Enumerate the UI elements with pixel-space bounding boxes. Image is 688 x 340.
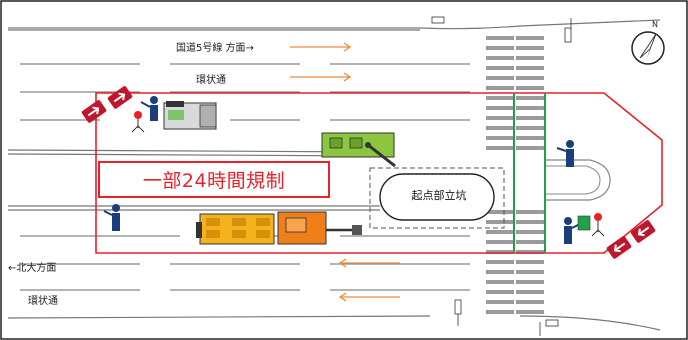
flagman-icon bbox=[564, 217, 581, 244]
barrier-sign-icon bbox=[577, 215, 591, 231]
traffic-direction-arrows bbox=[290, 42, 400, 302]
warning-arrow-sign-icon bbox=[630, 220, 656, 243]
orange-crane bbox=[277, 211, 362, 245]
lane-markings bbox=[20, 63, 470, 291]
barrier-sign-icon bbox=[591, 213, 605, 237]
flagman-icon bbox=[556, 140, 574, 167]
ring-road-label-top: 環状通 bbox=[196, 75, 226, 86]
svg-text:N: N bbox=[652, 20, 658, 29]
start-pit-label: 起点部立坑 bbox=[411, 189, 467, 202]
route-5-direction-label: 国道5号線 方面→ bbox=[176, 43, 254, 54]
warning-arrow-sign-icon bbox=[81, 100, 107, 123]
ring-road-label-bottom: 環状通 bbox=[28, 296, 58, 307]
yellow-excavator bbox=[196, 213, 275, 245]
regulation-label-box: 一部24時間規制 bbox=[98, 161, 330, 198]
crosswalk-left bbox=[486, 36, 514, 314]
road-edges bbox=[7, 19, 661, 336]
traffic-signal-icon bbox=[431, 16, 572, 327]
flagman-icon bbox=[140, 96, 158, 121]
crosswalk-right bbox=[516, 36, 544, 314]
warning-arrow-sign-icon bbox=[107, 86, 133, 109]
start-pit-outline bbox=[379, 173, 495, 221]
green-excavator bbox=[321, 132, 396, 168]
regulation-zone-outline bbox=[95, 92, 663, 254]
green-boundary-lines bbox=[513, 93, 546, 253]
flagman-icon bbox=[103, 204, 120, 231]
warning-arrow-sign-icon bbox=[606, 236, 632, 259]
hokudai-direction-label: ←北大方面 bbox=[8, 263, 57, 274]
barrier-sign-icon bbox=[131, 111, 145, 133]
pit-work-area bbox=[369, 167, 505, 229]
truck-top-left bbox=[163, 101, 217, 130]
u-turn-road bbox=[545, 159, 611, 201]
regulation-label: 一部24時間規制 bbox=[142, 170, 286, 192]
u-turn-inner bbox=[545, 165, 601, 195]
compass-north-icon: N bbox=[631, 20, 665, 65]
